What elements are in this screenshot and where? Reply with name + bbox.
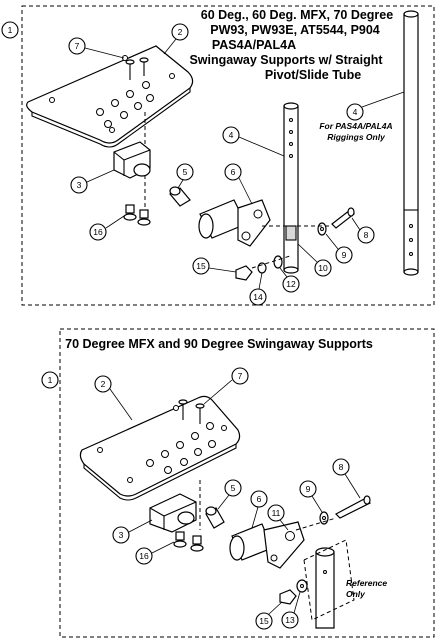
top-tube bbox=[283, 102, 299, 274]
svg-text:16: 16 bbox=[93, 227, 103, 237]
svg-text:5: 5 bbox=[231, 483, 236, 493]
bottom-washer-bolt bbox=[295, 495, 371, 531]
svg-text:13: 13 bbox=[285, 615, 295, 625]
top-section-callout-1: 1 bbox=[1, 21, 19, 39]
b-callout-3: 3 bbox=[112, 519, 153, 544]
bottom-section-frame bbox=[59, 328, 435, 638]
callout-14: 14 bbox=[249, 272, 267, 306]
b-callout-7: 7 bbox=[203, 367, 249, 405]
callout-2: 2 bbox=[163, 23, 189, 55]
callout-4a: 4 bbox=[346, 91, 405, 121]
svg-text:11: 11 bbox=[272, 508, 281, 518]
callout-7: 7 bbox=[68, 37, 125, 59]
top-bushing bbox=[169, 186, 191, 207]
svg-text:9: 9 bbox=[306, 484, 311, 494]
b-callout-6: 6 bbox=[250, 490, 268, 529]
top-title-line-4: Swingaway Supports w/ Straight bbox=[189, 53, 383, 67]
top-section-title: 60 Deg., 60 Deg. MFX, 70 Degree PW93, PW… bbox=[189, 8, 393, 82]
callout-3: 3 bbox=[70, 169, 115, 194]
bottom-clamp bbox=[149, 493, 197, 533]
bottom-swing-arm bbox=[229, 521, 305, 569]
svg-text:5: 5 bbox=[183, 167, 188, 177]
bottom-bolts bbox=[173, 531, 204, 552]
callout-12: 12 bbox=[279, 267, 300, 293]
svg-text:1: 1 bbox=[8, 25, 13, 35]
callout-10: 10 bbox=[297, 243, 332, 277]
svg-text:2: 2 bbox=[101, 379, 106, 389]
bottom-bushing bbox=[205, 506, 225, 529]
top-clamp bbox=[113, 141, 151, 179]
top-bolts bbox=[123, 204, 151, 226]
top-footplate bbox=[26, 45, 194, 148]
svg-text:10: 10 bbox=[318, 263, 328, 273]
svg-text:15: 15 bbox=[196, 261, 206, 271]
svg-text:7: 7 bbox=[238, 371, 243, 381]
b-callout-16: 16 bbox=[135, 541, 175, 565]
svg-text:3: 3 bbox=[119, 530, 124, 540]
bottom-note-line-2: Only bbox=[346, 589, 366, 599]
bottom-section-callout-1: 1 bbox=[41, 371, 59, 389]
svg-text:1: 1 bbox=[48, 375, 53, 385]
b-callout-15: 15 bbox=[255, 601, 283, 630]
bottom-section-title: 70 Degree MFX and 90 Degree Swingaway Su… bbox=[65, 337, 373, 351]
bottom-note: Reference Only bbox=[346, 578, 387, 599]
bottom-callouts: 2 7 3 5 6 16 11 9 8 15 13 bbox=[94, 367, 361, 630]
svg-text:9: 9 bbox=[342, 250, 347, 260]
svg-text:7: 7 bbox=[75, 41, 80, 51]
svg-text:6: 6 bbox=[257, 494, 262, 504]
svg-text:12: 12 bbox=[286, 279, 296, 289]
top-note: For PAS4A/PAL4A Riggings Only bbox=[319, 121, 392, 142]
top-note-line-1: For PAS4A/PAL4A bbox=[319, 121, 392, 131]
top-callouts: 7 2 4 4 3 5 6 16 15 14 12 10 9 8 bbox=[68, 23, 405, 306]
callout-5: 5 bbox=[176, 163, 194, 189]
b-callout-11: 11 bbox=[267, 504, 289, 531]
bottom-screws bbox=[178, 399, 205, 530]
top-nut-washers bbox=[235, 255, 291, 281]
svg-text:4: 4 bbox=[353, 107, 358, 117]
b-callout-8: 8 bbox=[332, 458, 361, 499]
b-callout-13: 13 bbox=[281, 591, 301, 629]
top-washer-bolt bbox=[262, 207, 355, 236]
svg-text:16: 16 bbox=[139, 551, 149, 561]
svg-text:8: 8 bbox=[339, 462, 344, 472]
top-section-frame bbox=[21, 5, 435, 306]
bottom-footplate bbox=[79, 395, 241, 501]
bottom-nut-washer bbox=[279, 579, 308, 605]
top-title-line-3: PAS4A/PAL4A bbox=[212, 38, 296, 52]
svg-text:2: 2 bbox=[178, 27, 183, 37]
b-callout-5: 5 bbox=[217, 479, 242, 510]
bottom-reference-tube bbox=[303, 539, 355, 629]
callout-16: 16 bbox=[89, 215, 125, 241]
top-tube-tall bbox=[403, 10, 419, 276]
svg-text:14: 14 bbox=[253, 292, 263, 302]
svg-text:3: 3 bbox=[77, 180, 82, 190]
callout-8: 8 bbox=[351, 217, 375, 244]
callout-15: 15 bbox=[192, 257, 237, 275]
callout-9: 9 bbox=[325, 233, 353, 264]
svg-text:6: 6 bbox=[231, 167, 236, 177]
svg-text:15: 15 bbox=[259, 616, 269, 626]
callout-4b: 4 bbox=[222, 126, 285, 157]
top-screws bbox=[125, 57, 149, 208]
b-callout-2: 2 bbox=[94, 375, 133, 421]
top-swing-arm bbox=[198, 199, 271, 247]
top-note-line-2: Riggings Only bbox=[327, 132, 386, 142]
bottom-note-line-1: Reference bbox=[346, 578, 387, 588]
top-title-line-5: Pivot/Slide Tube bbox=[265, 68, 361, 82]
svg-text:8: 8 bbox=[364, 230, 369, 240]
svg-text:4: 4 bbox=[229, 130, 234, 140]
callout-6: 6 bbox=[224, 163, 253, 205]
top-title-line-1: 60 Deg., 60 Deg. MFX, 70 Degree bbox=[201, 8, 393, 22]
b-callout-9: 9 bbox=[299, 480, 323, 513]
top-title-line-2: PW93, PW93E, AT5544, P904 bbox=[210, 23, 380, 37]
